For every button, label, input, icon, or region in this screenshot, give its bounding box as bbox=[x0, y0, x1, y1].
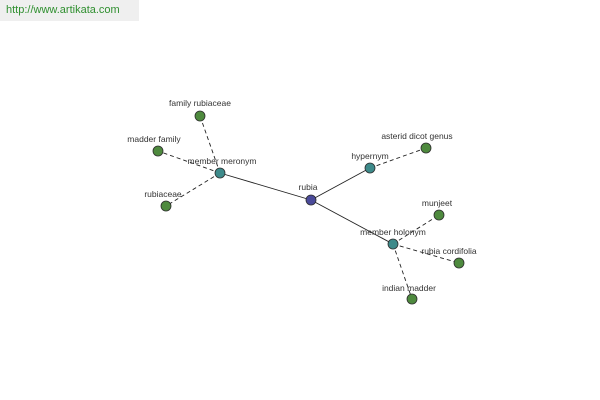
leaf-node-label: rubiaceae bbox=[144, 189, 182, 199]
edge-member-meronym-family-rubiaceae bbox=[199, 115, 221, 174]
leaf-node-label: family rubiaceae bbox=[169, 98, 231, 108]
leaf-node-label: rubia cordifolia bbox=[421, 246, 477, 256]
leaf-node-label: asterid dicot genus bbox=[381, 131, 452, 141]
relation-node-hypernym[interactable]: hypernym bbox=[351, 151, 389, 174]
leaf-node-munjeet[interactable]: munjeet bbox=[422, 198, 453, 221]
graph-nodes: family rubiaceae madder family rubiaceae as… bbox=[127, 98, 477, 305]
site-url-link[interactable]: http://www.artikata.com bbox=[6, 4, 120, 16]
leaf-node-label: munjeet bbox=[422, 198, 453, 208]
edge-member-meronym-rubiaceae bbox=[165, 172, 221, 207]
edge-rubia-member-meronym bbox=[219, 172, 312, 201]
relation-node-member-holonym[interactable]: member holonym bbox=[360, 227, 426, 250]
leaf-node-marker[interactable] bbox=[433, 209, 445, 221]
leaf-node-asterid-dicot-genus[interactable]: asterid dicot genus bbox=[381, 131, 453, 154]
leaf-node-label: indian madder bbox=[382, 283, 436, 293]
leaf-node-rubiaceae[interactable]: rubiaceae bbox=[144, 189, 182, 212]
leaf-node-family-rubiaceae[interactable]: family rubiaceae bbox=[169, 98, 231, 122]
leaf-node-marker[interactable] bbox=[420, 142, 432, 154]
center-node-marker[interactable] bbox=[305, 194, 317, 206]
center-node-rubia[interactable]: rubia bbox=[299, 182, 318, 206]
relation-node-label: member holonym bbox=[360, 227, 426, 237]
graph-edges bbox=[157, 115, 460, 300]
relation-node-member-meronym[interactable]: member meronym bbox=[188, 156, 257, 179]
relation-node-label: hypernym bbox=[351, 151, 388, 161]
relation-node-marker[interactable] bbox=[214, 167, 226, 179]
center-node-label: rubia bbox=[299, 182, 318, 192]
edge-rubia-hypernym bbox=[310, 167, 371, 201]
edge-member-holonym-munjeet bbox=[392, 214, 440, 245]
leaf-node-rubia-cordifolia[interactable]: rubia cordifolia bbox=[421, 246, 477, 269]
edge-member-holonym-rubia-cordifolia bbox=[392, 243, 460, 264]
site-banner: http://www.artikata.com bbox=[0, 0, 139, 21]
leaf-node-marker[interactable] bbox=[160, 200, 172, 212]
leaf-node-indian-madder[interactable]: indian madder bbox=[382, 283, 436, 305]
leaf-node-marker[interactable] bbox=[453, 257, 465, 269]
edge-member-holonym-indian-madder bbox=[392, 243, 413, 300]
edge-hypernym-asterid-dicot-genus bbox=[369, 147, 427, 169]
leaf-node-marker[interactable] bbox=[152, 145, 164, 157]
leaf-node-marker[interactable] bbox=[194, 110, 206, 122]
relation-node-marker[interactable] bbox=[387, 238, 399, 250]
leaf-node-marker[interactable] bbox=[406, 293, 418, 305]
leaf-node-label: madder family bbox=[127, 134, 181, 144]
relation-node-label: member meronym bbox=[188, 156, 257, 166]
edge-rubia-member-holonym bbox=[310, 199, 394, 245]
relation-node-marker[interactable] bbox=[364, 162, 376, 174]
edge-member-meronym-madder-family bbox=[157, 150, 221, 174]
leaf-node-madder-family[interactable]: madder family bbox=[127, 134, 181, 157]
